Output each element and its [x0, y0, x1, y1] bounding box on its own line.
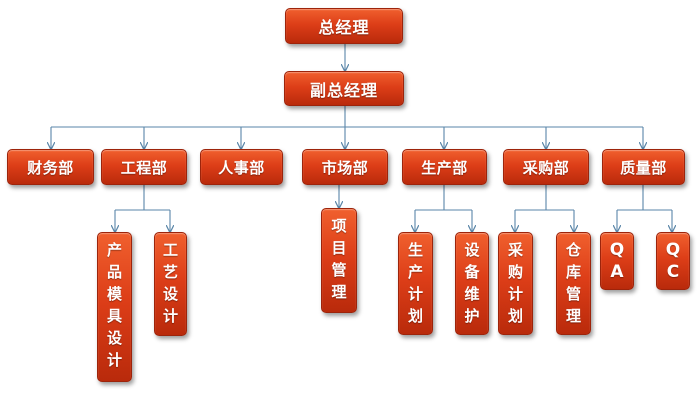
node-process-design: 工艺设计 — [154, 232, 187, 336]
node-purchasing-department: 采购部 — [503, 149, 589, 185]
node-deputy-general-manager: 副总经理 — [284, 71, 404, 106]
node-label: 生产部 — [421, 158, 468, 177]
node-hr-department: 人事部 — [200, 149, 283, 185]
node-label: QA — [609, 240, 625, 282]
node-label: 质量部 — [620, 158, 667, 177]
node-label: 采购计划 — [507, 241, 523, 325]
node-product-mold-design: 产品模具设计 — [97, 232, 132, 382]
node-finance-department: 财务部 — [7, 149, 94, 185]
node-equipment-maintenance: 设备维护 — [455, 232, 489, 335]
node-warehouse-management: 仓库管理 — [556, 232, 591, 335]
node-project-management: 项目管理 — [321, 208, 357, 313]
node-label: 产品模具设计 — [106, 241, 122, 369]
node-label: 设备维护 — [464, 241, 480, 325]
node-label: 工程部 — [120, 158, 168, 177]
node-label: QC — [665, 240, 681, 282]
node-purchasing-planning: 采购计划 — [498, 232, 533, 335]
node-label: 生产计划 — [407, 241, 423, 325]
node-label: 人事部 — [218, 158, 265, 177]
node-label: 总经理 — [318, 18, 370, 37]
node-qa: QA — [600, 232, 634, 290]
node-label: 工艺设计 — [162, 241, 178, 325]
node-general-manager: 总经理 — [285, 8, 403, 44]
node-engineering-department: 工程部 — [101, 149, 187, 185]
node-label: 仓库管理 — [565, 241, 581, 325]
node-marketing-department: 市场部 — [302, 149, 388, 185]
node-production-department: 生产部 — [402, 149, 487, 185]
node-label: 副总经理 — [309, 80, 378, 100]
node-label: 项目管理 — [331, 217, 347, 301]
node-label: 市场部 — [321, 158, 369, 177]
node-qc: QC — [656, 232, 690, 290]
node-label: 财务部 — [27, 158, 74, 177]
node-production-planning: 生产计划 — [398, 232, 433, 335]
node-label: 采购部 — [522, 158, 570, 177]
node-quality-department: 质量部 — [602, 149, 685, 185]
